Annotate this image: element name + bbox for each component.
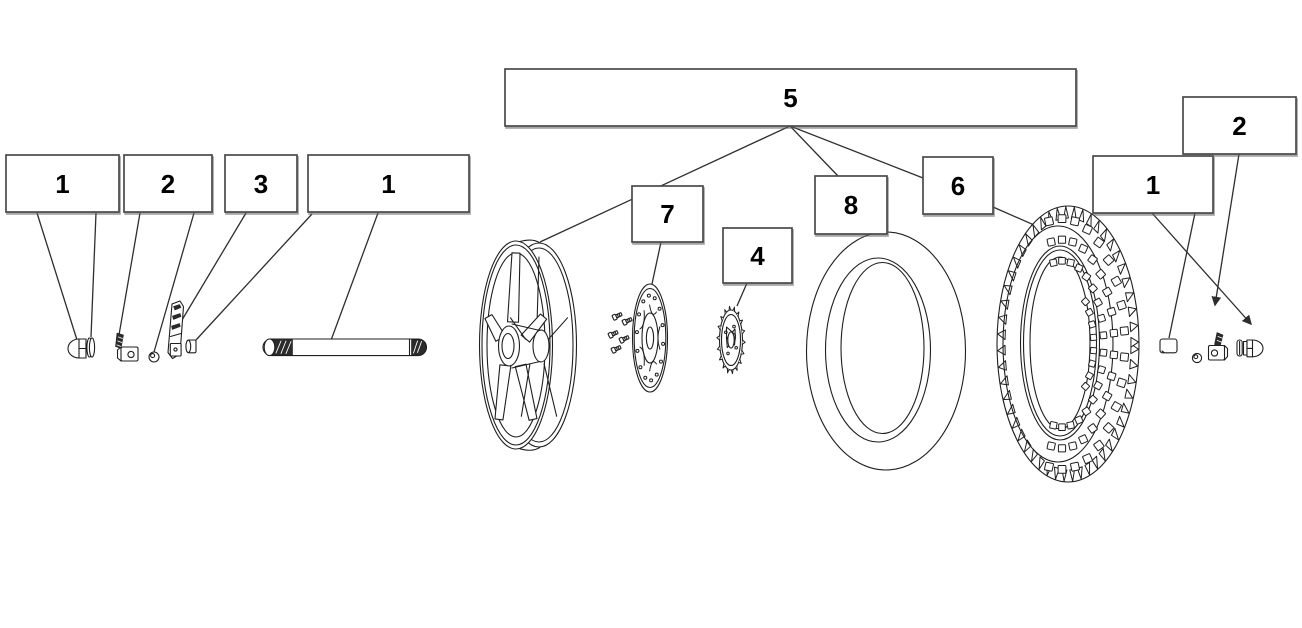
parts-layer (67, 205, 1264, 483)
leader-left3-to-adjuster (178, 212, 247, 326)
leader-left2-to-bracket (118, 212, 141, 336)
leader-right1-to-block (1168, 212, 1196, 339)
block-right-drawing (1159, 338, 1178, 354)
leader-right2-to-bracket (1211, 153, 1240, 307)
washer-left-drawing (86, 337, 96, 358)
sprocket-teeth (716, 305, 746, 375)
tire-tread-knobs (1044, 214, 1130, 474)
callout-left-2[interactable]: 2 (123, 154, 213, 213)
dome-nut-right-drawing (1242, 339, 1264, 358)
bracket-right-drawing (1207, 332, 1229, 361)
wheel-rim-drawing (478, 239, 578, 451)
callout-label: 3 (254, 169, 268, 199)
axle-drawing (262, 338, 428, 357)
collar-right-drawing (1191, 352, 1203, 364)
callout-label: 7 (660, 199, 674, 229)
tire-drawing (996, 205, 1140, 483)
disc-bolts-drawing (607, 312, 633, 354)
callout-label: 2 (161, 169, 175, 199)
callout-right-1[interactable]: 1 (1092, 155, 1214, 214)
dome-nut-left-drawing (67, 338, 87, 359)
callout-axle-1[interactable]: 1 (307, 154, 470, 213)
leader-left1-to-nut (36, 212, 78, 341)
callout-right-2[interactable]: 2 (1182, 96, 1297, 155)
callout-tube-8[interactable]: 8 (814, 175, 888, 235)
brake-disc-drawing (631, 283, 669, 393)
leader-5-to-box8 (789, 125, 839, 177)
callout-label: 5 (783, 83, 797, 113)
sprocket-drawing (716, 305, 746, 375)
callout-label: 6 (951, 171, 965, 201)
callout-disc-7[interactable]: 7 (631, 185, 704, 243)
bracket-left-drawing (115, 332, 139, 362)
leader-4-to-sprocket (736, 282, 748, 307)
leader-axle1-to-axle (329, 212, 379, 344)
washer-right-drawing (1236, 339, 1243, 357)
callout-sprocket-4[interactable]: 4 (722, 227, 793, 284)
callout-wheel-5[interactable]: 5 (504, 68, 1077, 127)
wheel-spokes (484, 252, 569, 421)
callout-left-3[interactable]: 3 (224, 154, 298, 213)
collar-left-drawing (148, 351, 160, 363)
leader-right1-to-nut (1151, 212, 1252, 326)
callout-label: 4 (750, 241, 765, 271)
leader-left1-to-washer (90, 212, 97, 338)
callout-label: 1 (55, 169, 69, 199)
callout-label: 1 (1146, 170, 1160, 200)
callout-label: 2 (1232, 111, 1246, 141)
leader-7-to-disc (651, 241, 662, 285)
leader-5-to-wheel (539, 125, 791, 243)
adjuster-plate-drawing (167, 300, 185, 360)
callout-left-1[interactable]: 1 (5, 154, 120, 213)
leader-left2-to-collar (153, 212, 195, 353)
callout-tire-6[interactable]: 6 (922, 156, 994, 215)
leader-5-to-box6 (789, 125, 924, 179)
callout-label: 8 (844, 190, 858, 220)
callout-label: 1 (381, 169, 395, 199)
inner-tube-drawing (805, 231, 967, 471)
callouts-layer: 1 2 3 1 5 7 4 8 (5, 68, 1297, 284)
leader-axle1-to-spacer (195, 213, 313, 341)
spacer-left-drawing (185, 339, 197, 354)
